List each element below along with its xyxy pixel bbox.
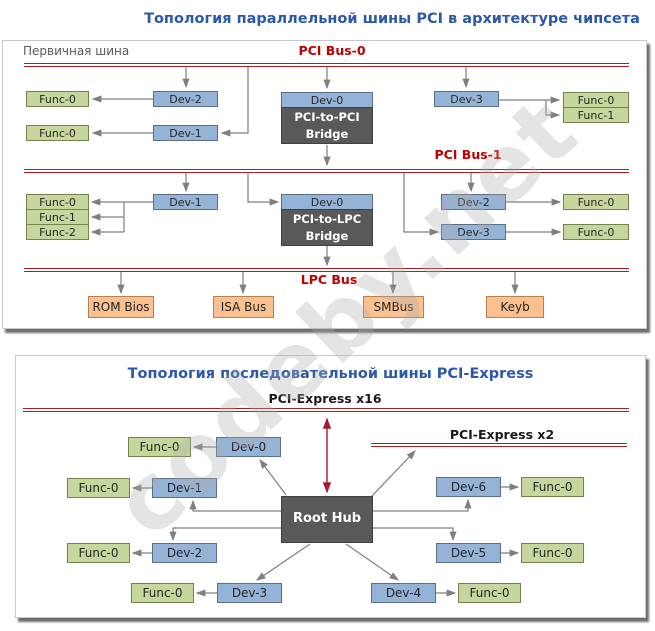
gray-connectors: [90, 67, 562, 295]
pci-bus1-label: PCI Bus-1: [434, 147, 502, 162]
node-dev: Dev-2: [152, 543, 217, 563]
pci-express-x16-line: [23, 408, 629, 412]
bridge2-name-line1: PCI-to-LPC: [292, 211, 362, 226]
node-func: Func-0: [521, 477, 584, 497]
node-smbus: SMBus: [363, 296, 424, 318]
node-func: Func-0: [128, 437, 191, 457]
node-func: Func-1: [26, 209, 89, 225]
pci-express-x2-label: PCI-Express x2: [449, 427, 555, 442]
parallel-pci-title: Топология параллельной шины PCI в архите…: [144, 11, 640, 27]
primary-bus-note: Первичная шина: [23, 44, 130, 58]
node-dev: Dev-1: [153, 194, 218, 210]
node-func: Func-2: [26, 224, 89, 240]
node-func: Func-0: [67, 543, 130, 563]
pci-express-panel: Топология последовательной шины PCI-Expr…: [15, 355, 646, 618]
pci-express-title: Топология последовательной шины PCI-Expr…: [127, 366, 534, 382]
node-dev: Dev-2: [153, 91, 218, 107]
lpc-bus-line: [24, 268, 629, 272]
node-keyb: Keyb: [486, 296, 544, 318]
node-dev: Dev-2: [441, 194, 506, 210]
node-func: Func-1: [563, 107, 629, 123]
node-func: Func-0: [521, 543, 584, 563]
node-dev: Dev-3: [217, 583, 282, 603]
connector-layer-panel2: [131, 417, 520, 597]
node-isa-bus: ISA Bus: [213, 296, 274, 318]
lpc-bus-label: LPC Bus: [300, 272, 358, 287]
bridge2-dev-header: Dev-0: [281, 194, 373, 210]
pci-to-lpc-bridge: PCI-to-LPC Bridge: [281, 209, 373, 246]
bridge1-name-line2: Bridge: [305, 126, 349, 141]
node-dev: Dev-3: [441, 224, 506, 240]
node-rom-bios: ROM Bios: [88, 296, 154, 318]
bridge1-name-line1: PCI-to-PCI: [294, 109, 360, 124]
node-dev: Dev-5: [436, 543, 501, 563]
pci-express-x16-label: PCI-Express x16: [268, 391, 382, 406]
pci-to-pci-bridge: PCI-to-PCI Bridge: [281, 107, 373, 144]
parallel-pci-panel: Первичная шина PCI Bus-0 Func-0 Dev-2 Fu…: [2, 40, 647, 329]
node-func: Func-0: [26, 91, 89, 107]
node-dev: Dev-1: [153, 125, 218, 141]
gray-connectors: [131, 443, 520, 597]
root-hub: Root Hub: [281, 496, 373, 543]
bridge2-name-line2: Bridge: [305, 228, 349, 243]
node-dev: Dev-4: [371, 583, 436, 603]
node-func: Func-0: [458, 583, 521, 603]
bridge1-dev-header: Dev-0: [281, 92, 373, 108]
pci-bus1-line: [24, 169, 629, 173]
node-func: Func-0: [563, 194, 629, 210]
node-func: Func-0: [563, 224, 629, 240]
node-dev: Dev-0: [216, 437, 281, 457]
node-func: Func-0: [26, 194, 89, 210]
node-func: Func-0: [26, 125, 89, 141]
pci-express-x2-line: [371, 443, 627, 447]
node-func: Func-0: [67, 478, 130, 498]
pci-bus0-label: PCI Bus-0: [298, 43, 366, 58]
node-dev: Dev-6: [436, 477, 501, 497]
node-dev: Dev-1: [152, 478, 217, 498]
node-func: Func-0: [563, 92, 629, 108]
connector-layer-panel1: [90, 67, 562, 295]
node-func: Func-0: [131, 583, 194, 603]
pci-bus0-line: [24, 63, 629, 67]
node-dev: Dev-3: [434, 91, 499, 107]
